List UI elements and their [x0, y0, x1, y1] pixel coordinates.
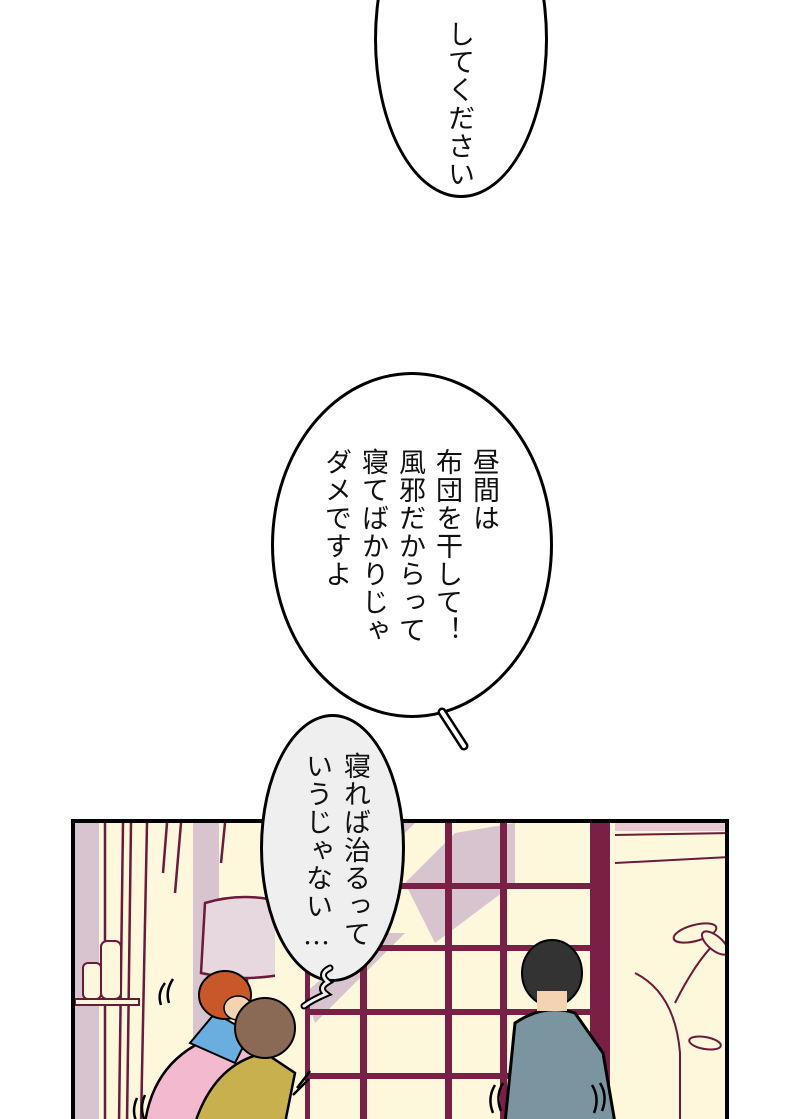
bubble-2-line-3: 風邪だからって [394, 448, 425, 644]
bubble-2-tail [437, 707, 469, 751]
bubble-3-line-1: 寝れば治るって [339, 752, 370, 948]
bubble-2-line-2: 布団を干して！ [431, 448, 462, 644]
bubble-1-text: してください [443, 20, 474, 188]
bubble-2-line-4: 寝てばかりじゃ [357, 448, 388, 644]
speech-bubble-3 [260, 714, 405, 982]
bubble-3-wavy-tail [300, 964, 335, 1010]
bubble-2-line-5: ダメですよ [320, 448, 351, 588]
bubble-3-line-2: いうじゃない… [301, 752, 332, 952]
speech-bubble-2 [271, 372, 553, 718]
bubble-2-line-1: 昼間は [468, 448, 499, 532]
